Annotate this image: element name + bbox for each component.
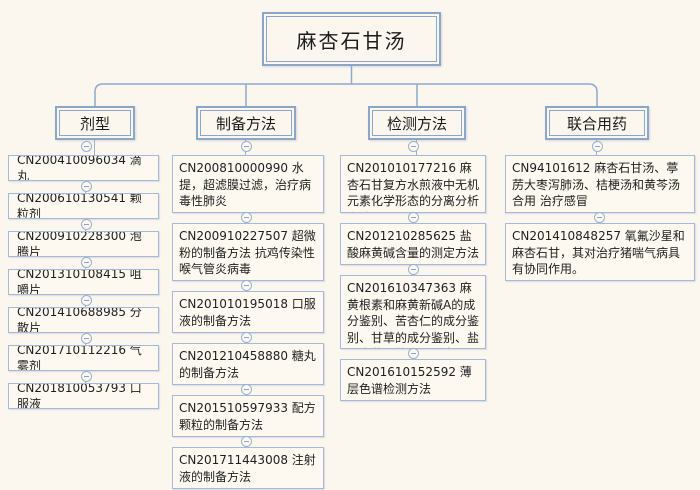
collapse-minus-toggle-icon[interactable] [241,280,252,291]
collapse-minus-toggle-icon[interactable] [81,371,92,382]
patent-node-label: CN200910227507 超微粉的制备方法 抗鸡传染性喉气管炎病毒 [179,229,316,276]
patent-node[interactable]: CN201410688985 分散片 [8,307,159,333]
patent-node[interactable]: CN201610152592 薄层色谱检测方法 [340,359,486,401]
collapse-minus-toggle-icon[interactable] [408,348,419,359]
collapse-minus-toggle-icon[interactable] [594,212,605,223]
patent-node-label: CN201510597933 配方颗粒的制备方法 [179,401,316,432]
collapse-minus-toggle-icon[interactable] [592,141,603,152]
patent-node-label: CN201810053793 口服液 [17,383,142,409]
patent-node-label: CN200610130541 颗粒剂 [17,193,142,219]
patent-node-label: CN200810000990 水提，超滤膜过滤，治疗病毒性肺炎 [179,161,312,208]
branch-node-preparation-methods[interactable]: 制备方法 [196,106,296,140]
patent-node[interactable]: CN201510597933 配方颗粒的制备方法 [172,395,324,437]
root-node[interactable]: 麻杏石甘汤 [262,12,441,66]
patent-node-label: CN201010195018 口服液的制备方法 [179,297,316,328]
collapse-minus-toggle-icon[interactable] [81,295,92,306]
collapse-minus-toggle-icon[interactable] [408,212,419,223]
branch-node-combination-therapy[interactable]: 联合用药 [545,106,649,140]
patent-node-label: CN201310108415 咀嚼片 [17,269,142,295]
patent-node-label: CN201410848257 氧氟沙星和麻杏石甘，其对治疗猪喘气病具有协同作用。 [512,229,685,276]
collapse-minus-toggle-icon[interactable] [241,141,252,152]
patent-node-label: CN201711443008 注射液的制备方法 [179,453,316,484]
collapse-minus-toggle-icon[interactable] [81,141,92,152]
collapse-minus-toggle-icon[interactable] [81,333,92,344]
patent-node[interactable]: CN200910227507 超微粉的制备方法 抗鸡传染性喉气管炎病毒 [172,223,324,281]
patent-node[interactable]: CN94101612 麻杏石甘汤、葶苈大枣泻肺汤、桔梗汤和黄芩汤合用 治疗感冒 [505,155,695,213]
branch-label: 剂型 [59,110,131,136]
branch-node-dosage-form[interactable]: 剂型 [55,106,135,140]
patent-node-label: CN201410688985 分散片 [17,307,142,333]
root-node-label: 麻杏石甘汤 [266,16,437,62]
patent-node-label: CN201010177216 麻杏石甘复方水煎液中无机元素化学形态的分离分析方法 [347,161,480,212]
collapse-minus-toggle-icon[interactable] [241,212,252,223]
patent-node-label: CN201710112216 气雾剂 [17,345,142,371]
patent-node[interactable]: CN201210285625 盐酸麻黄碱含量的测定方法 [340,223,486,265]
patent-node[interactable]: CN201710112216 气雾剂 [8,345,159,371]
collapse-minus-toggle-icon[interactable] [241,436,252,447]
collapse-minus-toggle-icon[interactable] [81,257,92,268]
branch-node-detection-methods[interactable]: 检测方法 [368,106,466,140]
collapse-minus-toggle-icon[interactable] [81,219,92,230]
collapse-minus-toggle-icon[interactable] [408,264,419,275]
patent-node[interactable]: CN200610130541 颗粒剂 [8,193,159,219]
patent-node-label: CN200410096034 滴丸 [17,155,142,181]
patent-node[interactable]: CN201010195018 口服液的制备方法 [172,291,324,333]
patent-node[interactable]: CN200910228300 泡腾片 [8,231,159,257]
branch-label: 联合用药 [549,110,645,136]
patent-node[interactable]: CN201610347363 麻黄根素和麻黄新碱A的成分鉴别、苦杏仁的成分鉴别、… [340,275,486,349]
patent-node[interactable]: CN200410096034 滴丸 [8,155,159,181]
patent-node[interactable]: CN201210458880 糖丸的制备方法 [172,343,324,385]
patent-node[interactable]: CN201310108415 咀嚼片 [8,269,159,295]
patent-node[interactable]: CN200810000990 水提，超滤膜过滤，治疗病毒性肺炎 [172,155,324,213]
patent-node[interactable]: CN201410848257 氧氟沙星和麻杏石甘，其对治疗猪喘气病具有协同作用。 [505,223,695,281]
connector-line [94,140,95,155]
patent-node-label: CN201610347363 麻黄根素和麻黄新碱A的成分鉴别、苦杏仁的成分鉴别、… [347,281,480,348]
patent-node[interactable]: CN201711443008 注射液的制备方法 [172,447,324,489]
collapse-minus-toggle-icon[interactable] [408,141,419,152]
collapse-minus-toggle-icon[interactable] [241,332,252,343]
patent-node-label: CN201210285625 盐酸麻黄碱含量的测定方法 [347,229,480,260]
patent-node-label: CN94101612 麻杏石甘汤、葶苈大枣泻肺汤、桔梗汤和黄芩汤合用 治疗感冒 [512,161,681,208]
collapse-minus-toggle-icon[interactable] [81,181,92,192]
patent-node-label: CN201210458880 糖丸的制备方法 [179,349,316,380]
branch-label: 制备方法 [200,110,292,136]
patent-node-label: CN200910228300 泡腾片 [17,231,142,257]
patent-node[interactable]: CN201810053793 口服液 [8,383,159,409]
branch-label: 检测方法 [372,110,462,136]
collapse-minus-toggle-icon[interactable] [241,384,252,395]
patent-node-label: CN201610152592 薄层色谱检测方法 [347,365,472,396]
patent-node[interactable]: CN201010177216 麻杏石甘复方水煎液中无机元素化学形态的分离分析方法 [340,155,486,213]
